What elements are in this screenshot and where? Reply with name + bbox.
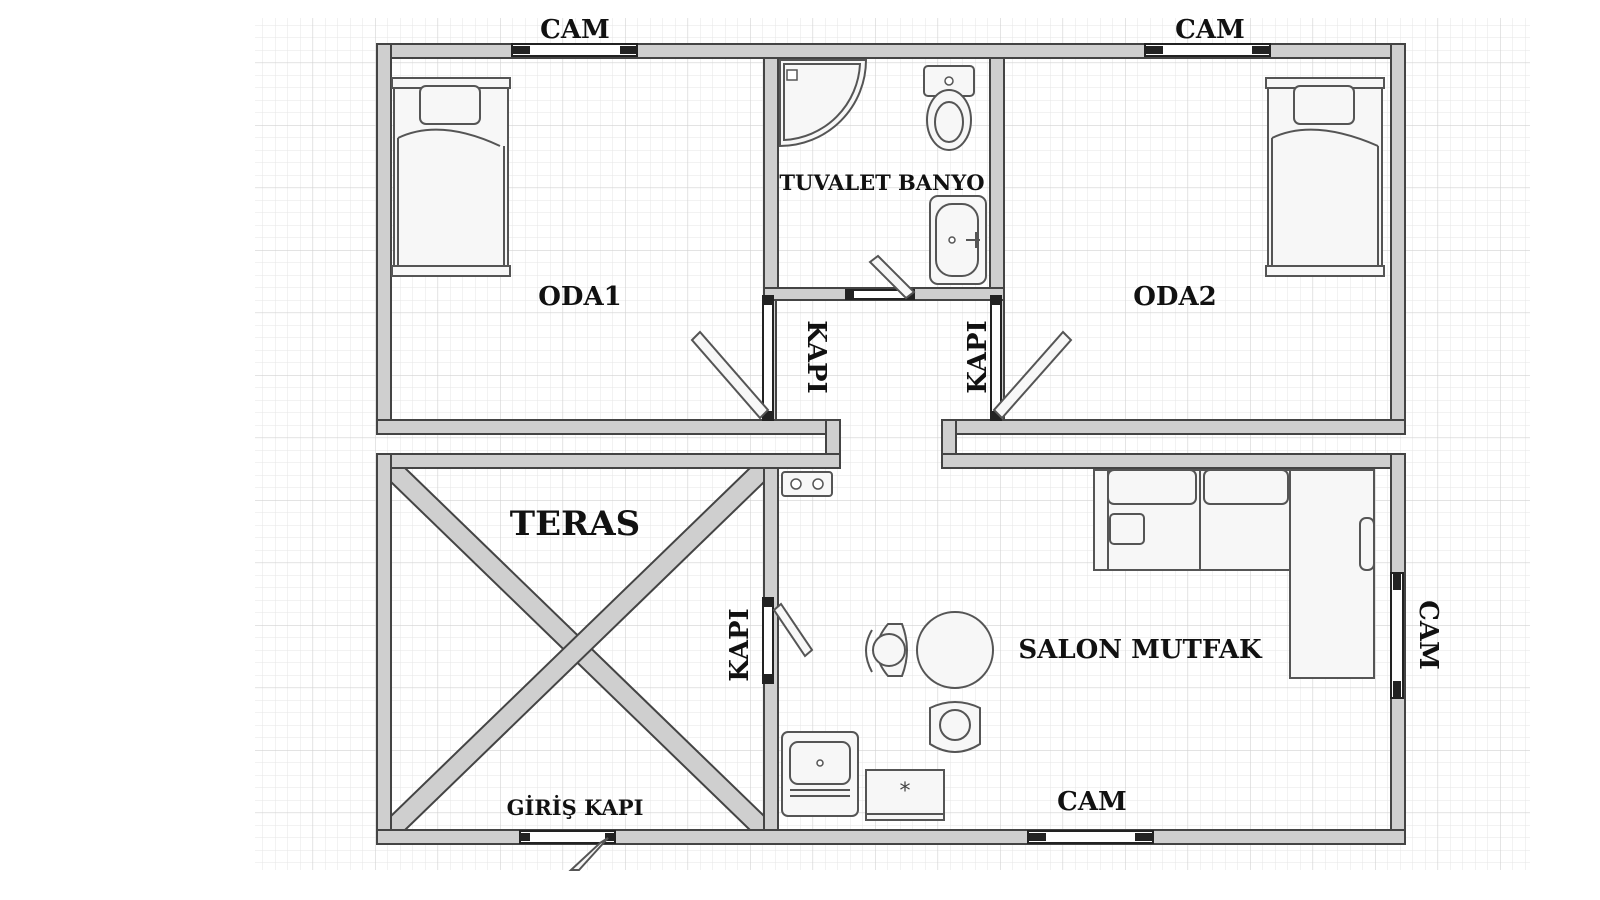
label-salon-mutfak: SALON MUTFAK [1018,635,1263,665]
oda2-door [990,295,1073,421]
label-cam-top-right: CAM [1175,15,1245,45]
window-top-left [511,43,638,57]
bathroom-door [845,254,916,300]
label-tuvalet-banyo: TUVALET BANYO [779,170,984,195]
label-oda2: ODA2 [1133,282,1216,312]
entrance-door-frame [519,830,616,844]
label-kapi-oda1: KAPI [801,320,831,393]
terrace-cross [390,467,765,831]
window-top-right [1144,43,1271,57]
svg-text:*: * [900,779,911,804]
doors [568,254,1073,871]
sofa [1093,469,1375,679]
label-cam-right: CAM [1413,600,1443,670]
toilet [923,65,975,151]
entrance-door [568,837,609,871]
kitchen-sink [781,731,859,817]
chair-bottom [929,701,981,753]
dining-table [865,611,994,753]
bed-oda1 [391,77,511,277]
terrace-door [762,597,814,684]
oda1-door [690,295,774,421]
label-cam-top-left: CAM [540,15,610,45]
label-oda1: ODA1 [538,282,621,312]
bathroom-sink [929,195,987,285]
kitchen-counter: * [865,769,945,821]
label-cam-bottom: CAM [1057,787,1127,817]
label-giris-kapi: GİRİŞ KAPI [507,795,644,820]
window-bottom [1027,830,1154,844]
kitchen-stove [781,471,833,497]
bed-oda2 [1265,77,1385,277]
window-right [1390,572,1404,699]
label-kapi-teras: KAPI [725,608,755,681]
windows [511,43,1404,844]
label-teras: TERAS [510,504,640,544]
label-kapi-oda2: KAPI [963,320,993,393]
chair-left [865,623,908,677]
shower [779,59,868,148]
